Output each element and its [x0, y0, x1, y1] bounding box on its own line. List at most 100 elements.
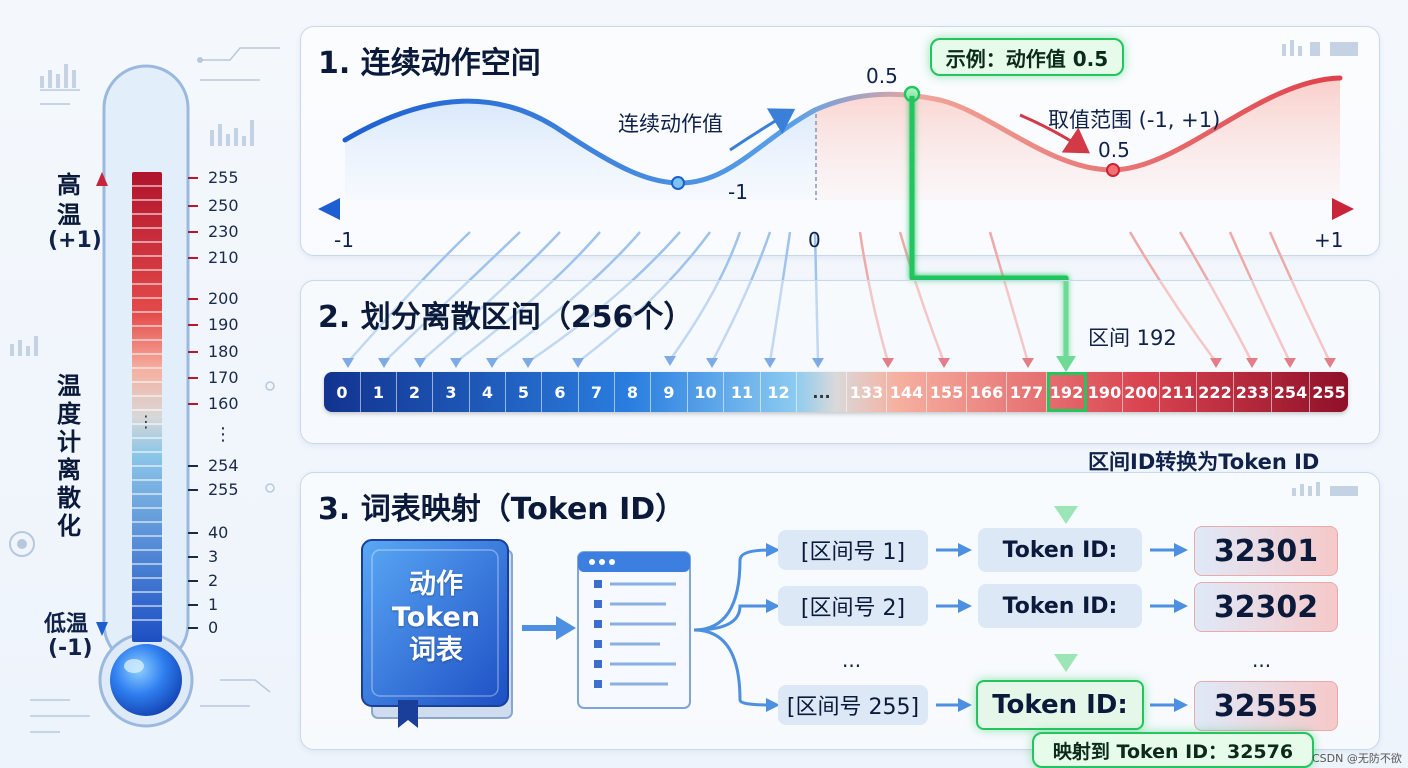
- scale-label: 200: [208, 289, 239, 308]
- bin-cell: 144: [887, 372, 927, 412]
- bin-cell: 3: [433, 372, 470, 412]
- scale-label: 254: [208, 456, 239, 475]
- svg-text:⋮: ⋮: [138, 412, 154, 431]
- bin-cell: 12: [761, 372, 797, 412]
- section2-title: 2. 划分离散区间（256个）: [318, 300, 694, 335]
- thermo-bottom-value: (-1): [48, 636, 93, 661]
- bin-cell: 222: [1197, 372, 1234, 412]
- section3-title: 3. 词表映射（Token ID）: [318, 492, 686, 527]
- section1-title: 1. 连续动作空间: [318, 46, 541, 81]
- action-curve: [342, 75, 1343, 186]
- example-badge: 示例：动作值 0.5: [930, 38, 1124, 76]
- interval-pill-2: [区间号 2]: [778, 586, 928, 626]
- thermo-bottom-label: 低温: [44, 612, 89, 637]
- token-pill-2: Token ID:: [978, 584, 1142, 628]
- value-pill-2: 32302: [1194, 582, 1338, 632]
- trough-label: -1: [728, 180, 748, 204]
- bin-cell: 177: [1007, 372, 1047, 412]
- peak-label: 0.5: [866, 64, 898, 88]
- scale-label: 3: [208, 547, 219, 566]
- bin-cell: 166: [967, 372, 1007, 412]
- curve-label: 连续动作值: [618, 112, 723, 136]
- scale-label: 230: [208, 222, 239, 241]
- bin-cell: 155: [927, 372, 967, 412]
- scale-label: 1: [208, 595, 219, 614]
- bin-cell: 6: [542, 372, 579, 412]
- thermometer-graphic: ⋮: [9, 47, 280, 733]
- book-icon: [361, 539, 509, 707]
- thermo-mid-char-1: 温: [57, 372, 81, 400]
- watermark: CSDN @无防不欲: [1312, 752, 1402, 765]
- trough-point: [671, 176, 685, 190]
- bin-cell: 211: [1160, 372, 1197, 412]
- thermo-top-char-1: 高: [57, 171, 81, 199]
- token-pill-1: Token ID:: [978, 528, 1142, 572]
- bin-cell: 233: [1234, 372, 1272, 412]
- bin-cell: 4: [470, 372, 506, 412]
- book-line-1: 动作: [409, 569, 463, 600]
- right-point-label: 0.5: [1098, 138, 1130, 162]
- scale-label: 160: [208, 394, 239, 413]
- thermo-mid-char-6: 化: [57, 512, 81, 540]
- bin-cell: 255: [1312, 382, 1346, 402]
- thermo-mid-char-4: 离: [57, 456, 81, 484]
- thermo-top-char-2: 温: [57, 201, 81, 229]
- thermo-mid-char-3: 计: [57, 428, 81, 456]
- scale-label: 210: [208, 248, 239, 267]
- thermo-top-label: 高 温: [52, 170, 86, 230]
- thermometer: ⋮: [0, 0, 290, 768]
- scale-label: 250: [208, 196, 239, 215]
- bin-cell-ellipsis: ...: [797, 372, 847, 412]
- scale-label: 255: [208, 480, 239, 499]
- discretization-panel: [300, 280, 1380, 444]
- scale-label: 2: [208, 571, 219, 590]
- transition-label: 区间ID转换为Token ID: [1088, 450, 1320, 474]
- book-line-2: Token: [391, 602, 481, 633]
- axis-max-label: +1: [1314, 228, 1344, 252]
- bin-cell: 254: [1272, 372, 1310, 412]
- scale-ellipsis: ⋮: [214, 424, 232, 445]
- scale-label: 255: [208, 168, 239, 187]
- scale-label: 0: [208, 618, 219, 637]
- thermo-mid-char-5: 散: [57, 484, 81, 512]
- value-pill-1: 32301: [1194, 526, 1338, 576]
- ellipsis-right: ...: [1252, 648, 1272, 672]
- bin-cell-highlight: 192: [1047, 372, 1087, 412]
- bin-cell: 133: [847, 372, 887, 412]
- scale-label: 170: [208, 368, 239, 387]
- range-label: 取值范围 (-1, +1): [1048, 108, 1221, 132]
- bins-bar: 0 1 2 3 4 5 6 7 8 9 10 11 12 ... 133 144…: [324, 372, 1348, 412]
- bin-cell: 200: [1123, 372, 1160, 412]
- bin-cell: 1: [361, 372, 397, 412]
- bin-cell: 8: [615, 372, 651, 412]
- scale-label: 190: [208, 315, 239, 334]
- green-path-peak: [909, 96, 1069, 362]
- token-pill-255: Token ID:: [976, 680, 1144, 730]
- bin-cell: 9: [651, 372, 688, 412]
- ellipsis-left: ...: [842, 648, 862, 672]
- bin-cell: 190: [1087, 372, 1123, 412]
- thermo-mid-char-2: 度: [57, 400, 81, 428]
- thermo-middle-label: 温 度 计 离 散 化: [52, 372, 86, 540]
- axis-mid-label: 0: [808, 228, 821, 252]
- bin-cell: 5: [506, 372, 542, 412]
- bin-cell: 7: [579, 372, 615, 412]
- interval-192-label: 区间 192: [1088, 326, 1177, 350]
- axis-min-label: -1: [334, 228, 354, 252]
- mapping-badge: 映射到 Token ID：32576: [1032, 732, 1314, 768]
- scale-label: 180: [208, 342, 239, 361]
- interval-pill-255: [区间号 255]: [778, 685, 928, 725]
- bin-cell: 2: [397, 372, 433, 412]
- scale-label: 40: [208, 523, 229, 542]
- curve-area-blue: [345, 101, 815, 200]
- value-pill-255: 32555: [1194, 681, 1338, 731]
- bin-cell: 10: [688, 372, 724, 412]
- book-title: 动作 Token 词表: [366, 568, 506, 667]
- bin-cell: 11: [724, 372, 761, 412]
- thermo-top-value: (+1): [48, 228, 102, 253]
- right-point: [1106, 163, 1120, 177]
- curve-area-red: [815, 78, 1340, 200]
- book-line-3: 词表: [409, 635, 463, 666]
